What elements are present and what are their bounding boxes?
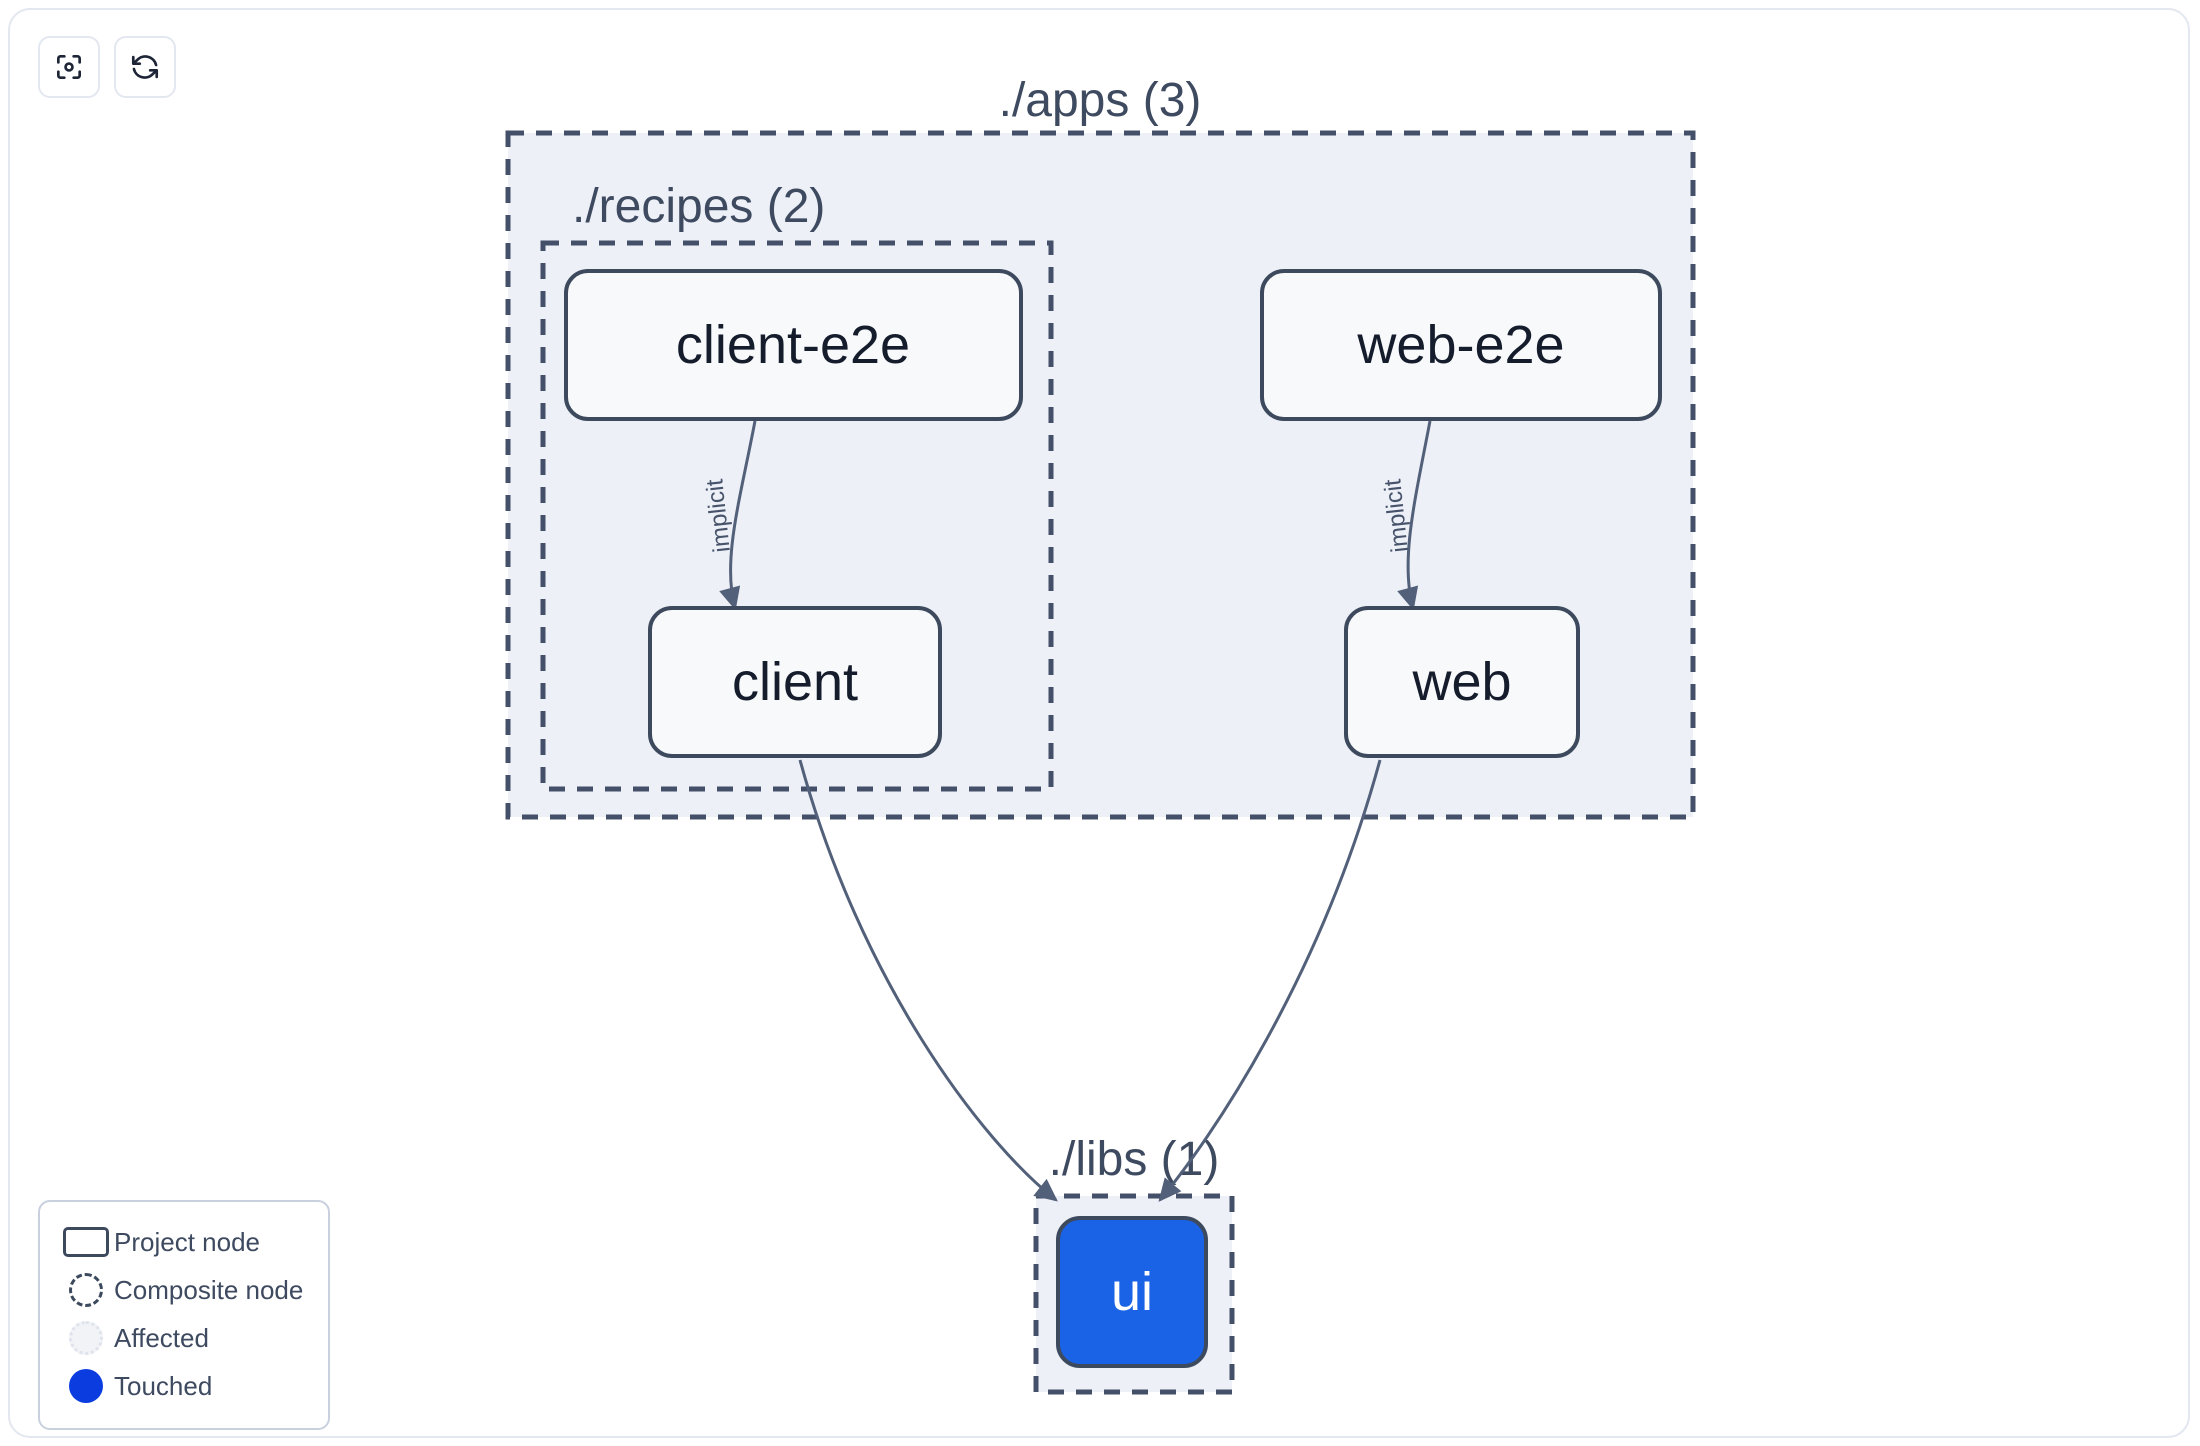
edge-web-e2e-to-web[interactable]: [1397, 420, 1432, 611]
node-web-e2e-label: web-e2e: [1356, 315, 1564, 375]
project-node-swatch: [58, 1227, 114, 1257]
node-ui[interactable]: ui: [1056, 1216, 1208, 1368]
edge-web-to-ui[interactable]: [1158, 759, 1382, 1202]
legend-label-composite-node: Composite node: [114, 1275, 304, 1305]
legend-label-affected: Affected: [114, 1323, 209, 1353]
legend-item-composite-node: Composite node: [58, 1266, 310, 1314]
node-web-e2e[interactable]: web-e2e: [1260, 269, 1662, 421]
node-web-box[interactable]: [1344, 606, 1580, 758]
graph-legend: Project node Composite node Affected Tou…: [38, 1200, 330, 1430]
node-web[interactable]: web: [1344, 606, 1580, 758]
group-libs-label: ./libs (1): [1049, 1133, 1220, 1186]
node-client-e2e-label: client-e2e: [676, 315, 910, 375]
edge-client-to-ui[interactable]: [798, 759, 1058, 1202]
node-client-e2e[interactable]: client-e2e: [564, 269, 1023, 421]
refresh-icon: [129, 51, 161, 83]
legend-item-project-node: Project node: [58, 1218, 310, 1266]
refresh-graph-button[interactable]: [114, 36, 176, 98]
node-ui-box[interactable]: [1056, 1216, 1208, 1368]
node-ui-label: ui: [1111, 1262, 1153, 1322]
legend-label-touched: Touched: [114, 1371, 213, 1401]
graph-toolbar: [38, 36, 176, 98]
group-recipes-label: ./recipes (2): [572, 180, 825, 233]
touched-swatch: [58, 1369, 114, 1403]
legend-item-affected: Affected: [58, 1314, 310, 1362]
edge-client-e2e-to-client[interactable]: [719, 420, 757, 611]
legend-label-project-node: Project node: [114, 1227, 260, 1257]
node-client-e2e-box[interactable]: [564, 269, 1023, 421]
affected-swatch: [58, 1321, 114, 1355]
legend-item-touched: Touched: [58, 1362, 310, 1410]
node-client-label: client: [732, 652, 858, 712]
node-client[interactable]: client: [648, 606, 942, 758]
node-client-box[interactable]: [648, 606, 942, 758]
node-web-e2e-box[interactable]: [1260, 269, 1662, 421]
group-apps-label: ./apps (3): [999, 74, 1202, 127]
focus-graph-button[interactable]: [38, 36, 100, 98]
node-web-label: web: [1411, 652, 1511, 712]
focus-target-icon: [53, 51, 85, 83]
composite-node-swatch: [58, 1273, 114, 1307]
